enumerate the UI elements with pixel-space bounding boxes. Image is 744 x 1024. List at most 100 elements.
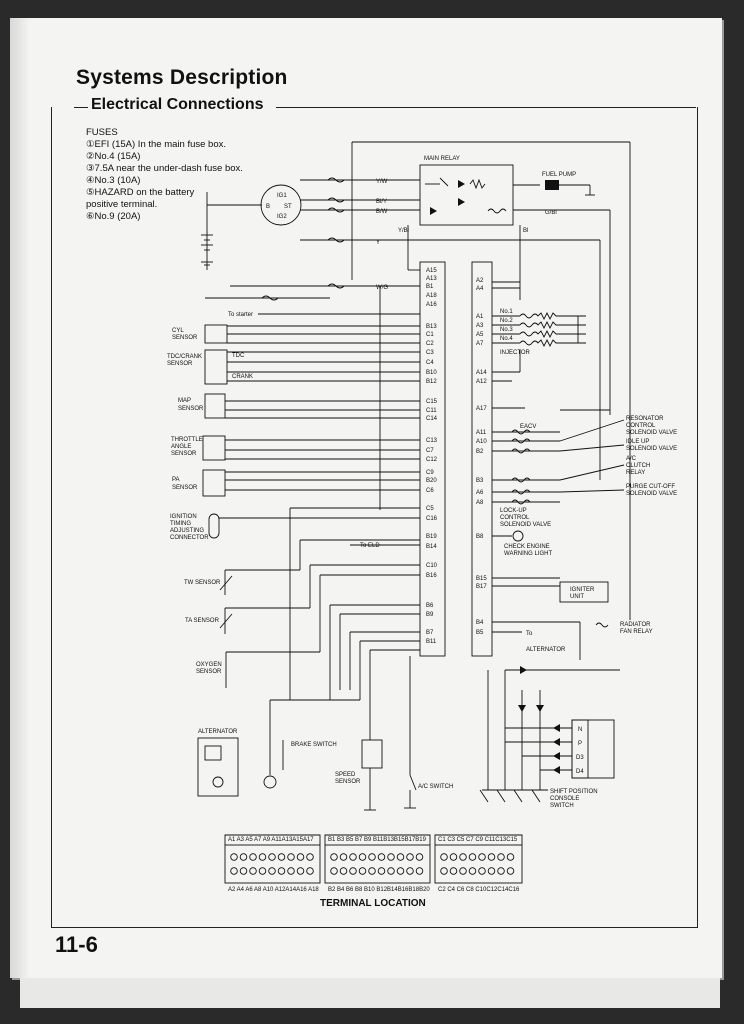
diagram-frame: [51, 107, 698, 928]
battery-icon: [201, 234, 213, 266]
ecu-pin-b6: B6: [426, 603, 434, 609]
fuse-item: ②No.4 (15A): [86, 151, 141, 162]
terminal-pin-hole: [478, 867, 486, 875]
oxygen-sensor: OXYGEN SENSOR: [196, 652, 227, 688]
ecu-pin-b1: B1: [426, 284, 434, 290]
wire-color-gbl: G/Bl: [545, 210, 557, 216]
purge-label-1: PURGE CUT-OFF: [626, 484, 675, 490]
ecu-pin-b3: B3: [476, 478, 484, 484]
radiator-fan-relay: RADIATOR FAN RELAY: [579, 622, 653, 660]
ecu-pin-b8: B8: [476, 534, 484, 540]
terminal-pin-hole: [249, 853, 257, 861]
shift-switch-label-3: SWITCH: [550, 803, 574, 809]
speed-sensor-label-1: SPEED: [335, 772, 356, 778]
diode-array: [487, 666, 620, 790]
terminal-pin-hole: [339, 853, 348, 861]
fuse-item: positive terminal.: [86, 199, 158, 210]
ecu-pin-a1: A1: [476, 314, 484, 320]
crank-label: CRANK: [232, 374, 253, 380]
ecu-pin-b17: B17: [476, 584, 487, 590]
terminal-top-b: B1 B3 B5 B7 B9 B11B13B15B17B19: [328, 837, 427, 843]
terminal-pin-hole: [277, 867, 286, 875]
fuse-item: ⑤HAZARD on the battery: [86, 187, 195, 198]
terminal-pin-hole: [296, 867, 305, 875]
terminal-pin-hole: [287, 853, 295, 861]
ac-clutch-label-3: RELAY: [626, 470, 645, 476]
fuse-item: ⑥No.9 (20A): [86, 211, 141, 222]
ecu-pin-b2: B2: [476, 449, 484, 455]
injector-no2: No.2: [500, 318, 513, 324]
eacv-label: EACV: [520, 424, 536, 430]
terminal-pin-hole: [330, 867, 338, 875]
ecu-pin-a12: A12: [476, 379, 487, 385]
terminal-pin-hole: [440, 867, 448, 875]
lockup-label-2: CONTROL: [500, 515, 530, 521]
terminal-pin-hole: [396, 867, 405, 875]
pa-sensor: PA SENSOR: [172, 469, 226, 497]
terminal-pin-hole: [449, 867, 458, 875]
ecu-pin-c15: C15: [426, 399, 438, 405]
terminal-pin-hole: [239, 867, 248, 875]
ecu-pin-c1: C1: [426, 332, 434, 338]
ecu-pin-b15: B15: [476, 576, 487, 582]
ecu-pin-b7: B7: [426, 630, 434, 636]
terminal-pin-hole: [368, 853, 376, 861]
ecu-pin-a2: A2: [476, 278, 484, 284]
tw-sensor: TW SENSOR: [184, 570, 233, 595]
ecu-pin-c4: C4: [426, 360, 434, 366]
cyl-sensor-label-1: CYL: [172, 328, 184, 334]
ignition-st-label: ST: [284, 204, 292, 210]
terminal-connector: A1 A3 A5 A7 A9 A11A13A15A17 B1 B3 B5 B7 …: [224, 834, 523, 893]
terminal-pin-hole: [396, 853, 405, 861]
main-relay: MAIN RELAY: [419, 156, 514, 226]
ecu-pin-c7: C7: [426, 448, 434, 454]
to-eld-label: To ELD: [360, 543, 380, 549]
to-label: To: [526, 631, 533, 637]
fuel-pump-label: FUEL PUMP: [542, 172, 576, 178]
terminal-pin-hole: [487, 867, 496, 875]
ecu-pin-b13: B13: [426, 324, 437, 330]
cyl-sensor-label-2: SENSOR: [172, 335, 198, 341]
speed-sensor: SPEED SENSOR: [335, 739, 383, 811]
tw-sensor-label: TW SENSOR: [184, 580, 221, 586]
ecu-pin-b20: B20: [426, 478, 437, 484]
purge-cutoff-valve-label: PURGE CUT-OFF SOLENOID VALVE: [559, 484, 677, 497]
terminal-pin-hole: [306, 867, 314, 875]
shift-d4: D4: [576, 769, 584, 775]
terminal-pin-hole: [487, 853, 496, 861]
manual-page: [10, 18, 722, 978]
ecu-pin-a3: A3: [476, 323, 484, 329]
terminal-pin-hole: [478, 853, 486, 861]
fuse-symbols: [261, 177, 345, 301]
ecu-pin-c11: C11: [426, 408, 437, 414]
terminal-pin-hole: [249, 867, 257, 875]
terminal-pin-hole: [506, 853, 515, 861]
terminal-pin-hole: [459, 867, 467, 875]
wire-color-yw: Y/W: [376, 179, 388, 185]
resonator-label-1: RESONATOR: [626, 416, 664, 422]
section-subtitle: Electrical Connections: [91, 96, 264, 113]
ac-switch-label: A/C SWITCH: [418, 784, 453, 790]
tdc-crank-sensor: TDC/CRANK SENSOR TDC CRANK: [167, 349, 253, 385]
brake-switch: BRAKE SWITCH: [263, 740, 337, 789]
terminal-pin-hole: [459, 853, 467, 861]
ign-timing-label-4: CONNECTOR: [170, 535, 209, 541]
terminal-pin-hole: [468, 853, 477, 861]
ac-clutch-relay-label: A/C CLUTCH RELAY: [559, 456, 650, 481]
ecu-pin-b12: B12: [426, 379, 437, 385]
ecu-pin-b5: B5: [476, 630, 484, 636]
terminal-bottom-b: B2 B4 B6 B8 B10 B12B14B16B18B20: [328, 887, 430, 893]
fuel-pump: FUEL PUMP: [542, 172, 595, 196]
shift-p: P: [578, 741, 582, 747]
ecu-pin-b4: B4: [476, 620, 484, 626]
fuses-heading: FUSES: [86, 127, 118, 138]
throttle-label-1: THROTTLE: [171, 437, 203, 443]
check-engine-light-label: CHECK ENGINE WARNING LIGHT: [504, 544, 552, 557]
wire-color-bw: B/W: [376, 209, 388, 215]
terminal-location-title: TERMINAL LOCATION: [320, 898, 426, 909]
injector-no4: No.4: [500, 336, 513, 342]
tdc-crank-label-1: TDC/CRANK: [167, 354, 202, 360]
terminal-pin-hole: [268, 853, 276, 861]
ecu-pin-a4: A4: [476, 286, 484, 292]
